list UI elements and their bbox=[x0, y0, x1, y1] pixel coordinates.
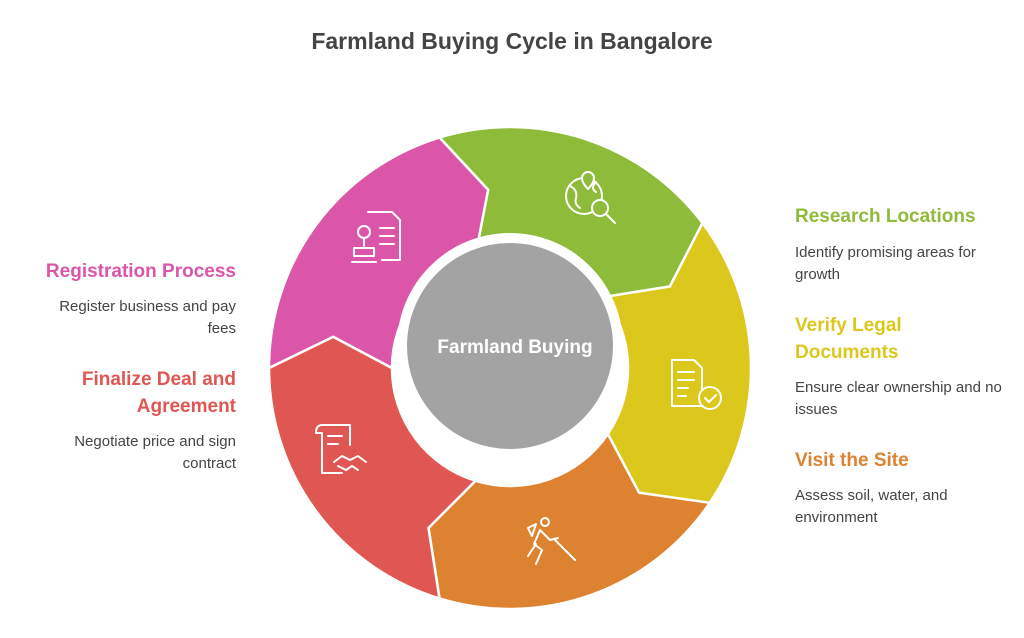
segment-3 bbox=[427, 431, 712, 611]
step-title-legal: Verify Legal Documents bbox=[795, 315, 902, 363]
step-title-registration: Registration Process bbox=[45, 261, 236, 282]
segment-2 bbox=[601, 220, 753, 505]
step-title-visit: Visit the Site bbox=[795, 450, 909, 471]
center-circle bbox=[397, 233, 623, 459]
step-desc-research: Identify promising areas for growth bbox=[795, 244, 976, 283]
step-title-research: Research Locations bbox=[795, 206, 976, 227]
segment-4 bbox=[267, 335, 478, 601]
step-title-finalize: Finalize Deal and Agreement bbox=[81, 369, 236, 417]
step-desc-legal: Ensure clear ownership and no issues bbox=[795, 379, 1002, 418]
stamp-document-icon bbox=[351, 211, 401, 263]
diagram-title: Farmland Buying Cycle in Bangalore bbox=[311, 28, 713, 54]
globe-search-icon bbox=[565, 171, 616, 224]
step-desc-visit: Assess soil, water, and environment bbox=[795, 487, 948, 526]
document-check-icon bbox=[671, 359, 722, 410]
center-label: Farmland Buying bbox=[437, 337, 592, 358]
step-desc-finalize: Negotiate price and sign contract bbox=[74, 433, 236, 472]
contract-handshake-icon bbox=[315, 424, 367, 474]
step-desc-registration: Register business and pay fees bbox=[59, 298, 236, 337]
hiker-icon bbox=[527, 517, 576, 565]
